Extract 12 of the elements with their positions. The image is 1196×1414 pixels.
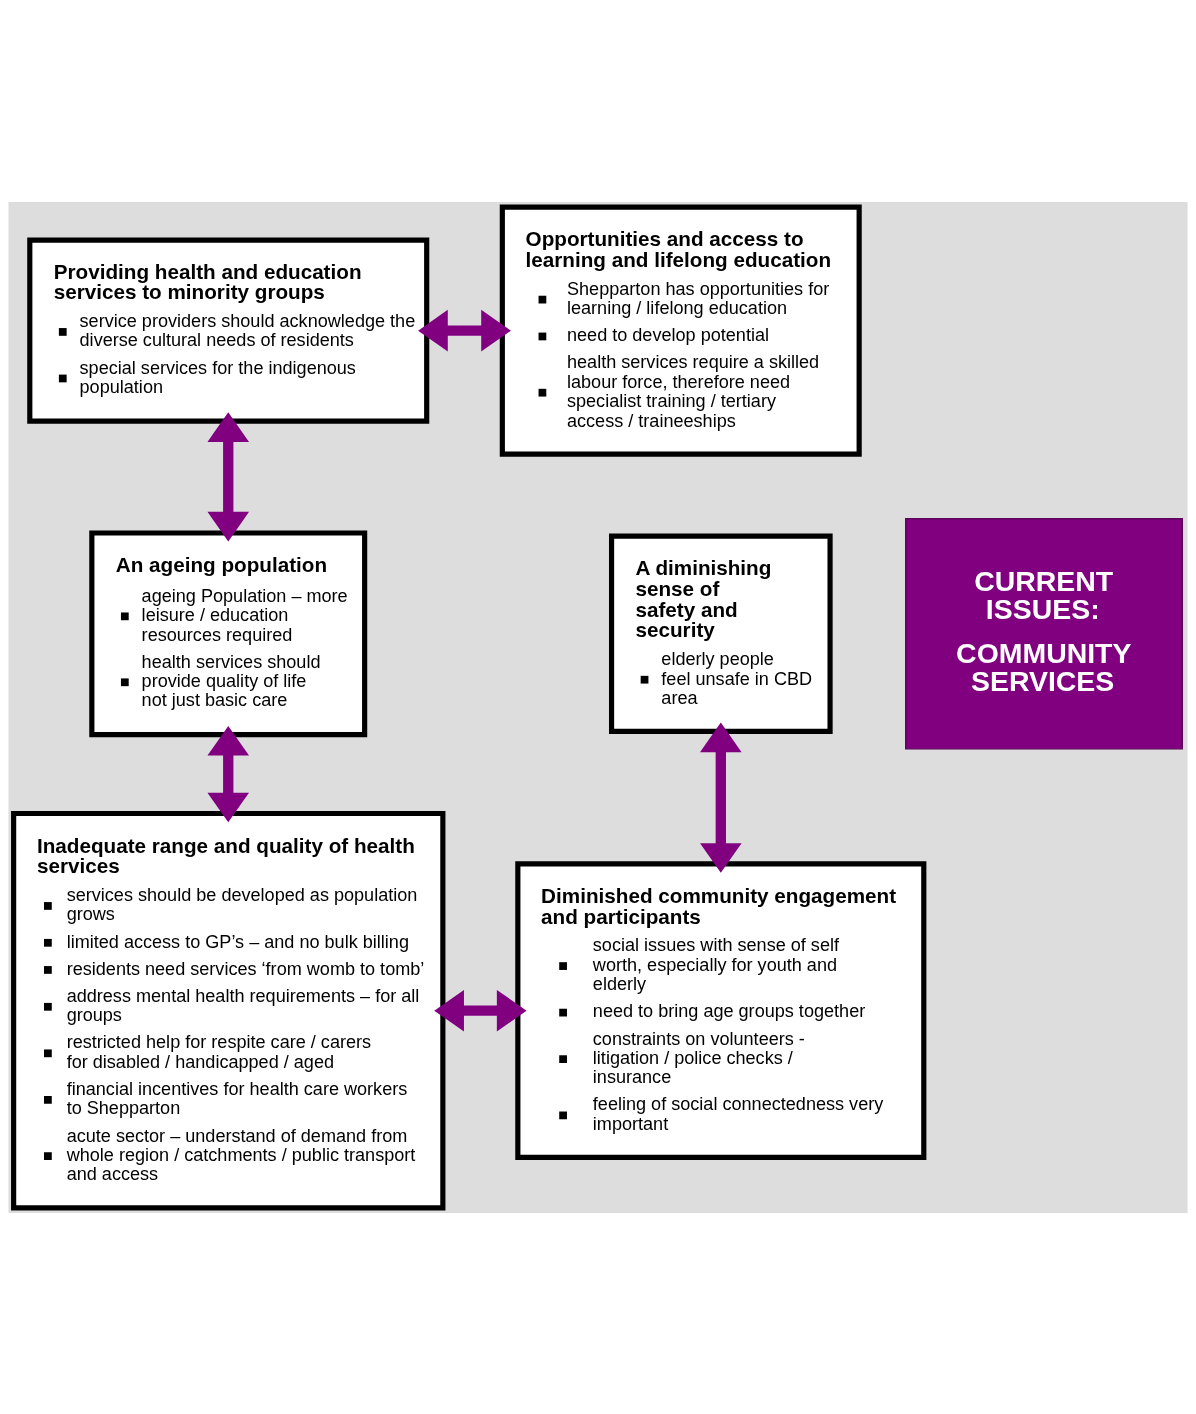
arrow — [207, 725, 250, 822]
node-box: Inadequate range and quality of health services services should be developed as population grows limited access to GP’s – and no bulk billing residents need services ‘from womb to tomb’ address mental health requirements – for all groups restricted help for respite care / carers for disabled / handicapped / aged financial incentives for health care workers to Shepparton acute sector – understand of demand from whole region / catchments / public transport and access — [11, 810, 446, 1210]
arrow — [207, 411, 250, 541]
arrow — [700, 721, 742, 873]
node-box: Opportunities and access to learning and lifelong education Shepparton has opportunities for learning / lifelong education need to develop potential health services require a skilled labour force, therefore need specialist training / tertiary access / traineeships — [499, 204, 862, 457]
node-box: A diminishing sense of safety and security elderly people feel unsafe in CBD area — [609, 533, 833, 734]
node-box: An ageing population ageing Population – more leisure / education resources required health services should provide quality of life not just basic care — [89, 529, 368, 737]
node-box: CURRENT ISSUES: COMMUNITY SERVICES — [905, 517, 1183, 749]
node-box: Providing health and education services to minority groups service providers should acknowledge the diverse cultural needs of residents special services for the indigenous population — [27, 237, 430, 424]
arrow — [434, 989, 527, 1031]
node-box: Diminished community engagement and participants social issues with sense of self worth, especially for youth and elderly need to bring age groups together constraints on volunteers - litigation / police checks / insurance feeling of social connectedness very important — [515, 860, 927, 1160]
arrow — [418, 309, 511, 351]
